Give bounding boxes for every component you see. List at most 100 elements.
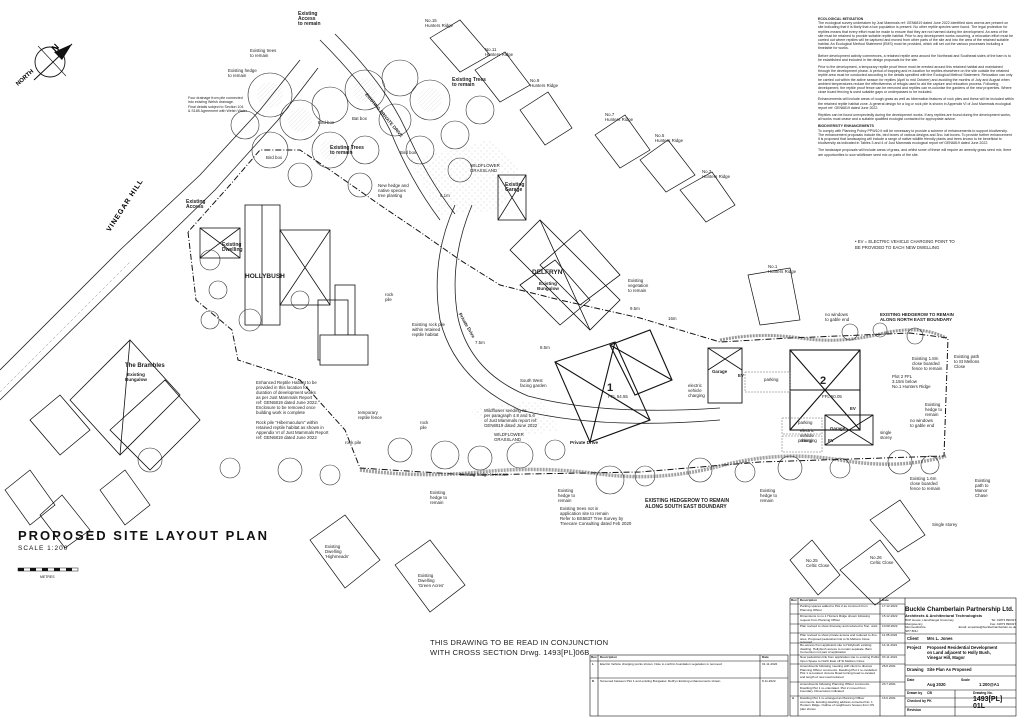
ev-1: EV: [738, 373, 744, 378]
svg-text:N: N: [49, 42, 61, 54]
rock-pile-note: Rock pile "Hibernaculum" within retained…: [256, 420, 329, 440]
tree-canopy-hatch: [257, 78, 442, 160]
ev-3: EV: [850, 406, 856, 411]
existing-trees-2: Existing Trees to remain: [330, 145, 364, 156]
rock-pile-1: rock pile: [385, 292, 394, 302]
rev-row-desc: Dwelling Plot 1 re-arranged as Planning …: [800, 696, 875, 711]
north-arrow-icon: N: [33, 42, 73, 81]
drawn-key: Drawn by: [907, 691, 923, 695]
single-storey-2: Single storey: [932, 522, 958, 527]
project-key: Project: [907, 645, 922, 650]
rev-row-desc: Plan revised to show driveway and reduce…: [800, 624, 878, 628]
scale-key: Scale: [961, 678, 970, 682]
revision-key: Revision: [907, 708, 922, 712]
rev-row-date: 26.8.2021: [882, 664, 896, 668]
drawing-value: Site Plan As Proposed: [927, 667, 972, 672]
ev-charging-2: electric vehicle charging: [800, 428, 817, 443]
existing-garage: [497, 174, 527, 221]
parking-2: parking: [798, 420, 813, 425]
firm-address: BCP House, Llanvihangel Crucorney Aberga…: [905, 618, 954, 633]
notes-para-3: Prior to the development, a temporary re…: [818, 65, 1013, 95]
hedge-remain-3: Existing hedge to remain: [558, 488, 576, 503]
plot-2-note: Plot 2 FFL 3.15m below No.1 Hunters Ridg…: [892, 374, 931, 389]
rock-pile-2: rock pile: [420, 420, 429, 430]
reptile-habitat: Existing rock pile within retained repti…: [412, 322, 445, 337]
hunters-11: No.11 Hunters Ridge: [485, 47, 514, 57]
brambles-bungalow: [29, 339, 201, 471]
firm-block: Buckle Chamberlain Partnership Ltd. Arch…: [905, 606, 1016, 633]
existing-private-drive: [319, 33, 456, 221]
notes-heading-1: ECOLOGICAL MITIGATION: [818, 17, 864, 21]
no-windows-2: no windows to gable end: [910, 418, 935, 428]
plot-2-ffl: FFL 50.05: [822, 394, 842, 399]
title-block: Buckle Chamberlain Partnership Ltd. Arch…: [790, 598, 1016, 716]
rock-pile-3: rock pile: [345, 440, 362, 445]
cross-reference-note: THIS DRAWING TO BE READ IN CONJUNCTION W…: [430, 638, 609, 657]
highmeads: Existing Dwelling 'Highmeads': [325, 544, 349, 559]
drawn-value: CB: [927, 691, 932, 695]
rev-row-desc: Plan revised to show private access and …: [800, 633, 878, 645]
dim-2: 8.5m: [540, 345, 550, 350]
parking-1: parking: [764, 377, 779, 382]
wildflower-1: WILDFLOWER GRASSLAND: [470, 163, 500, 173]
existing-access-left: Existing Access: [186, 199, 206, 210]
rev-left-date: 01.11.2022: [762, 662, 778, 666]
existing-trees-1: Existing Trees to remain: [452, 77, 486, 88]
wildflower-2: WILDFLOWER GRASSLAND: [494, 432, 524, 442]
single-storey: single storey: [880, 430, 892, 440]
rev-left-letter: K: [592, 679, 595, 683]
delfryn-bungalow-label: Existing Bungalow: [537, 281, 559, 291]
bird-box-3: Bird box: [400, 150, 417, 155]
rev-row-desc: Dimensions to no.1 Hunters Ridge shown f…: [800, 614, 870, 622]
client-value: Mrs L. Jones: [927, 636, 953, 641]
drawing-key: Drawing: [907, 667, 924, 672]
private-drive: [436, 204, 721, 424]
notes-heading-2: BIODIVERSITY ENHANCEMENTS: [818, 124, 874, 129]
bat-box: Bat box: [352, 116, 367, 121]
vinegar-hill-road: [0, 59, 319, 401]
rev-left-desc: Electric Vehicle charging points shown. …: [600, 662, 722, 666]
existing-dwelling-label: Existing Dwelling: [222, 242, 243, 253]
rev-row-date: 11.05.2022: [882, 633, 898, 637]
hedge-remain-line: Existing hedge to remain: [460, 472, 509, 477]
existing-trees: [137, 59, 940, 495]
firm-name: Buckle Chamberlain Partnership Ltd.: [905, 606, 1014, 613]
north-label: NORTH: [15, 69, 35, 88]
rev-left-header-desc: Description: [600, 655, 618, 659]
hunters-ridge-houses: [4, 19, 926, 613]
path-st-mellons: Existing path to St Mellons Close: [954, 354, 980, 369]
client-key: Client: [907, 636, 919, 641]
delfryn-label: DELFRYN: [532, 269, 563, 276]
private-drive-lower-label: Private Drive: [570, 440, 599, 445]
rev-row-date: 03.11.2021: [882, 655, 898, 659]
plot-1-ffl: FFL 54.55: [608, 394, 628, 399]
rev-row-date: 10.08.2022: [882, 624, 898, 628]
hedge-remain-4: Existing hedge to remain: [760, 488, 778, 503]
date-key: Date: [907, 678, 915, 682]
notes-para-5: Reptiles can be found unexpectedly durin…: [818, 113, 1011, 122]
existing-trees-small: Existing trees to remain: [250, 48, 277, 58]
dim-5: 16m: [668, 316, 677, 321]
hunters-1: No.1 Hunters Ridge: [768, 264, 797, 274]
parking-3: parking: [798, 438, 813, 443]
rev-left-header-date: Date: [762, 655, 769, 659]
dim-4: 7.5m: [475, 340, 485, 345]
hollybush-label: HOLLYBUSH: [245, 273, 285, 280]
scale-value: 1:200@A1: [979, 682, 1000, 687]
celtic-25: No.25 Celtic Close: [806, 558, 830, 568]
rev-row-desc: Re-access from applicants site to Hollyb…: [800, 643, 872, 655]
hunters-9: No.9 Hunters Ridge: [530, 78, 559, 88]
hedgerow-ne: [719, 328, 947, 342]
wildflower-area: [410, 140, 520, 215]
rev-left-header-rev: Rev: [591, 655, 597, 659]
hunters-5: No.5 Hunters Ridge: [655, 133, 684, 143]
ev-charging-1: electric vehicle charging: [688, 383, 705, 398]
temporary-fence: temporary reptile fence: [358, 410, 382, 420]
brambles-bungalow-label: Existing Bungalow: [125, 372, 147, 382]
rev-row-date: 15.12.2022: [882, 614, 898, 618]
green-acres: Existing Dwelling 'Green Acres': [418, 573, 445, 588]
plot-1-dwelling: [554, 329, 673, 443]
hunters-15: No.15 Hunters Ridge: [425, 18, 454, 28]
checked-key: Checked by: [907, 699, 927, 703]
scale-label: SCALE 1:200: [18, 545, 69, 552]
